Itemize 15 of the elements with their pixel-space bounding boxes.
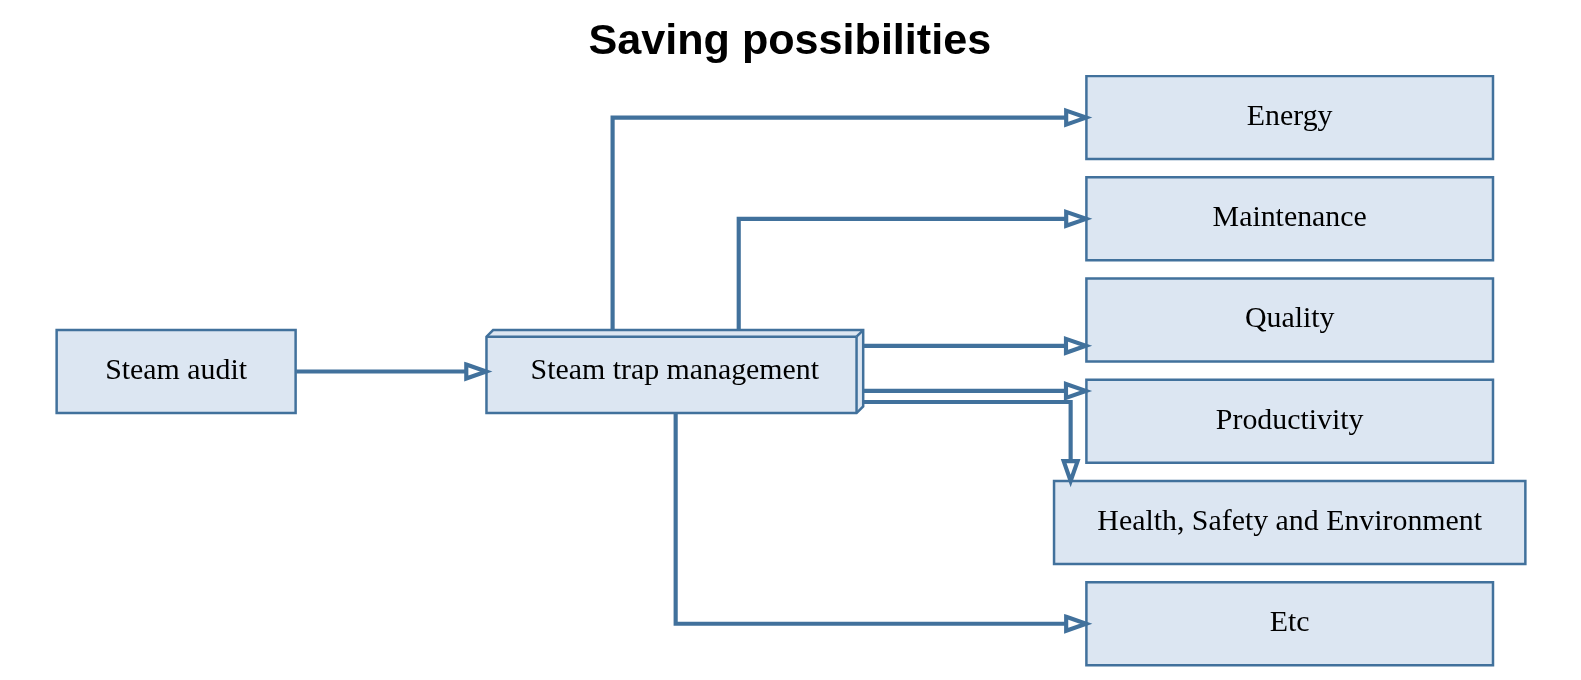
arrow <box>862 399 1081 488</box>
arrow <box>863 381 1092 401</box>
node-box: Energy <box>1084 74 1494 161</box>
node-box: Quality <box>1084 277 1494 363</box>
node-box: Health, Safety and Environment <box>1052 479 1527 566</box>
node-box: Steam audit <box>54 328 297 415</box>
arrow <box>673 413 1092 634</box>
arrow <box>863 335 1092 356</box>
diagram-title: Saving possibilities <box>588 15 991 64</box>
node-box: Maintenance <box>1084 176 1494 262</box>
arrow <box>610 107 1092 330</box>
arrow <box>295 361 492 382</box>
arrow <box>736 208 1092 330</box>
node-box: Etc <box>1084 581 1494 667</box>
node-box: Productivity <box>1084 378 1494 465</box>
